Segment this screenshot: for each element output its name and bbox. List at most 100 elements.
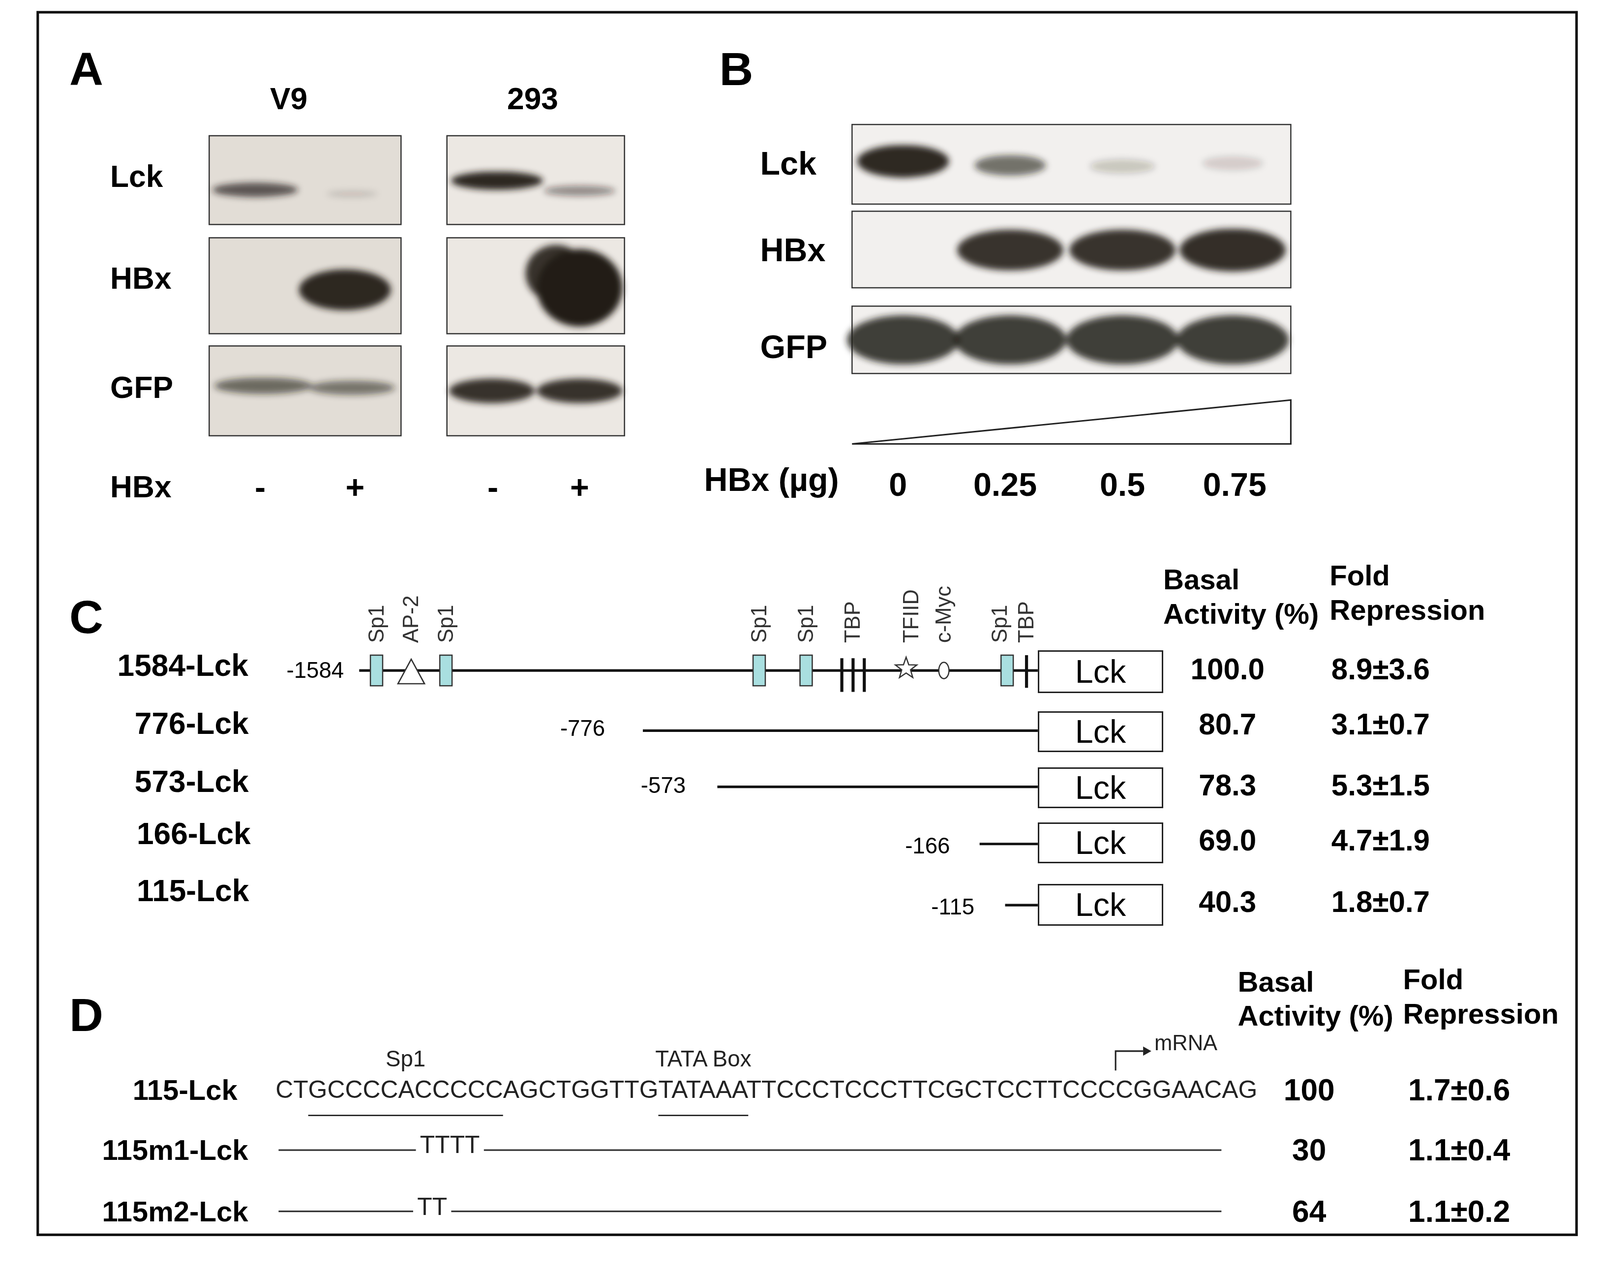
promoter-line xyxy=(642,729,1038,732)
treatment-label: HBx xyxy=(110,469,172,505)
panel-letter: C xyxy=(69,590,104,645)
activity-value: 40.3 xyxy=(1198,884,1257,919)
dose-value: 0.75 xyxy=(1203,465,1267,504)
panel-letter: A xyxy=(69,42,104,97)
position-label: -1584 xyxy=(286,657,344,684)
tbp-site xyxy=(851,658,855,692)
blot-band xyxy=(299,269,392,311)
construct-name: 166-Lck xyxy=(136,815,251,852)
column-header: Fold Repression xyxy=(1329,558,1489,627)
site-label: c-Myc xyxy=(933,585,955,643)
treatment-sign: + xyxy=(345,467,365,506)
blot-panel xyxy=(447,345,625,436)
activity-value: 69.0 xyxy=(1198,823,1257,858)
repression-value: 1.1±0.4 xyxy=(1408,1132,1510,1168)
blot-panel xyxy=(447,135,625,225)
tfiid-site xyxy=(895,657,917,678)
sp1-site xyxy=(800,655,813,686)
protein-label: GFP xyxy=(110,370,174,406)
motif-underline xyxy=(658,1114,749,1117)
sequence-line xyxy=(451,1210,1222,1212)
blot-band xyxy=(309,380,395,395)
tss-arrowhead xyxy=(1143,1046,1152,1057)
ap2-site xyxy=(397,659,425,684)
blot-panel xyxy=(209,124,1291,436)
construct-name: 776-Lck xyxy=(134,705,249,742)
blot-band xyxy=(212,145,1290,404)
protein-label: Lck xyxy=(110,158,163,195)
activity-value: 100.0 xyxy=(1190,652,1265,687)
blot-band xyxy=(543,185,616,197)
blot-panel xyxy=(447,237,625,334)
activity-value: 30 xyxy=(1292,1132,1327,1168)
blot-panel xyxy=(851,124,1291,205)
repression-value: 4.7±1.9 xyxy=(1331,823,1430,858)
dose-wedge xyxy=(851,399,1291,444)
gene-label: Lck xyxy=(1075,769,1126,806)
protein-label: Lck xyxy=(760,144,817,182)
blot-band xyxy=(451,171,544,190)
panel-letter: D xyxy=(69,988,104,1043)
panel-letter: B xyxy=(719,42,754,97)
sequence-marks xyxy=(278,1046,1222,1212)
site-label: Sp1 xyxy=(365,604,388,643)
site-label: TFIID xyxy=(900,589,923,643)
blot-band xyxy=(212,182,299,197)
dose-value: 0 xyxy=(888,465,907,504)
tss-label: mRNA xyxy=(1154,1030,1218,1056)
position-label: -115 xyxy=(931,894,975,920)
protein-label: HBx xyxy=(760,231,826,269)
site-label: TBP xyxy=(842,601,865,643)
blot-panel xyxy=(209,345,401,436)
gene-box: Lck xyxy=(1037,767,1164,809)
site-label: Sp1 xyxy=(748,604,771,643)
site-label: Sp1 xyxy=(989,604,1011,643)
repression-value: 8.9±3.6 xyxy=(1331,652,1430,687)
site-label: Sp1 xyxy=(435,604,457,643)
gene-box: Lck xyxy=(1037,711,1164,753)
treatment-sign: - xyxy=(487,467,499,506)
repression-value: 1.1±0.2 xyxy=(1408,1193,1510,1230)
tbp-site xyxy=(840,658,844,692)
position-label: -573 xyxy=(640,772,686,799)
blot-band xyxy=(1179,228,1286,272)
construct-name: 573-Lck xyxy=(134,763,249,800)
axis-label: HBx (µg) xyxy=(703,460,839,499)
construct-name: 115-Lck xyxy=(132,1073,238,1107)
blot-band xyxy=(857,145,950,178)
tbp-site xyxy=(862,658,866,692)
blot-band xyxy=(525,244,587,302)
sp1-site xyxy=(439,655,453,686)
gene-box: Lck xyxy=(1037,883,1164,926)
motif-underline xyxy=(308,1114,504,1117)
tbp-site xyxy=(842,655,1027,693)
construct-name: 115m2-Lck xyxy=(101,1194,248,1228)
cell-line-label: V9 xyxy=(270,81,308,117)
construct-name: 115m1-Lck xyxy=(101,1133,248,1167)
blot-band xyxy=(974,154,1046,176)
gene-box: Lck xyxy=(1037,650,1164,694)
repression-value: 5.3±1.5 xyxy=(1331,768,1430,803)
protein-label: GFP xyxy=(760,328,828,366)
cmyc-site xyxy=(938,662,950,679)
sp1-site xyxy=(370,655,383,686)
gene-label: Lck xyxy=(1075,713,1126,750)
position-label: -166 xyxy=(905,833,950,859)
gene-label: Lck xyxy=(1075,824,1126,861)
sp1-site xyxy=(753,655,766,686)
mutation-text: TT xyxy=(417,1193,448,1222)
mutation-text: TTTT xyxy=(420,1130,481,1159)
blot-band xyxy=(957,229,1064,271)
gene-box: Lck xyxy=(1037,822,1164,864)
dose-value: 0.5 xyxy=(1099,465,1146,504)
blot-panel xyxy=(209,135,401,225)
promoter-line xyxy=(979,842,1038,846)
activity-value: 64 xyxy=(1292,1193,1327,1230)
activity-value: 100 xyxy=(1283,1072,1335,1108)
promoter-line xyxy=(1004,904,1038,907)
column-header: Basal Activity (%) xyxy=(1163,562,1323,631)
construct-name: 1584-Lck xyxy=(117,647,249,684)
blot-band xyxy=(326,190,378,197)
activity-value: 78.3 xyxy=(1198,768,1257,803)
blot-band xyxy=(1069,229,1176,271)
